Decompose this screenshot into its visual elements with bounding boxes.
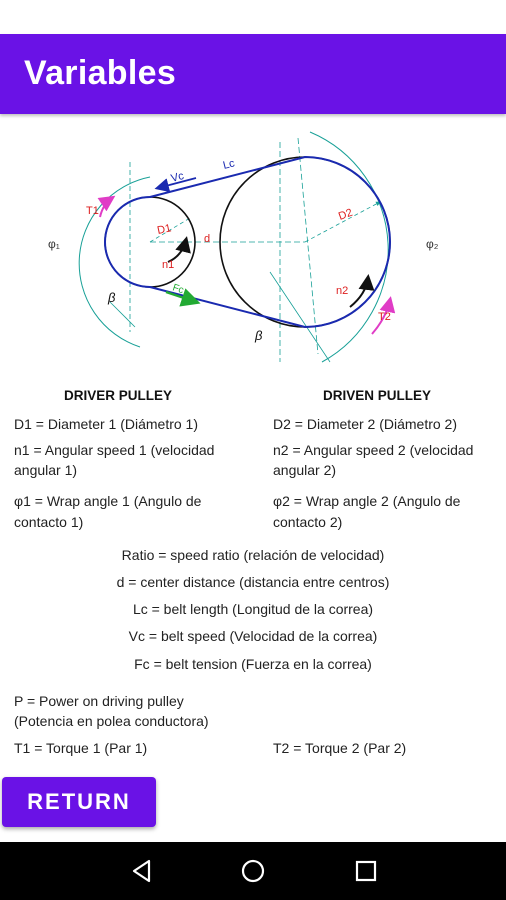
- ratio-definition: Ratio = speed ratio (relación de velocid…: [121, 547, 385, 563]
- label-phi2: φ₂: [426, 237, 439, 251]
- label-d2: D2: [337, 207, 354, 223]
- driver-phi1-line1: φ1 = Wrap angle 1 (Angulo de: [14, 493, 202, 509]
- back-icon[interactable]: [127, 856, 157, 886]
- label-d1: D1: [156, 222, 172, 237]
- app-bar: Variables: [0, 34, 506, 114]
- page-title: Variables: [24, 54, 177, 92]
- belt-tension-definition: Fc = belt tension (Fuerza en la correa): [134, 656, 372, 672]
- belt: [104, 155, 391, 329]
- label-t1: T1: [86, 205, 99, 217]
- belt-pulley-diagram: Vc Lc T1 T2 D1 D2 d n1 n2 Fc φ₁ φ₂ β β: [48, 131, 439, 363]
- label-n1: n1: [162, 259, 174, 271]
- status-bar: [0, 0, 506, 34]
- driver-n1-line2: angular 1): [14, 462, 78, 478]
- driven-pulley-heading: DRIVEN PULLEY: [323, 388, 432, 403]
- driver-d1: D1 = Diameter 1 (Diámetro 1): [14, 416, 199, 432]
- belt-speed-definition: Vc = belt speed (Velocidad de la correa): [128, 628, 378, 644]
- label-beta-1: β: [107, 290, 116, 305]
- driver-pulley-heading: DRIVER PULLEY: [64, 388, 173, 403]
- label-vc: Vc: [170, 170, 186, 185]
- wrap-arc-2: [309, 131, 389, 363]
- driver-n1-line1: n1 = Angular speed 1 (velocidad: [14, 442, 215, 458]
- label-d: d: [204, 233, 210, 245]
- driven-n2-line1: n2 = Angular speed 2 (velocidad: [273, 442, 474, 458]
- wrap-arc-1: [78, 176, 151, 348]
- return-button[interactable]: RETURN: [2, 777, 156, 827]
- driven-phi2-line1: φ2 = Wrap angle 2 (Angulo de: [273, 493, 461, 509]
- label-beta-2: β: [254, 328, 263, 343]
- torque-2: T2 = Torque 2 (Par 2): [273, 740, 407, 756]
- driven-n2-line2: angular 2): [273, 462, 337, 478]
- label-fc: Fc: [171, 282, 185, 296]
- label-lc: Lc: [222, 157, 237, 172]
- driven-phi2-line2: contacto 2): [273, 514, 343, 530]
- recents-icon[interactable]: [351, 856, 381, 886]
- home-icon[interactable]: [238, 856, 268, 886]
- center-distance-definition: d = center distance (distancia entre cen…: [116, 574, 390, 590]
- torque-1: T1 = Torque 1 (Par 1): [14, 740, 148, 756]
- label-n2: n2: [336, 285, 348, 297]
- belt-length-definition: Lc = belt length (Longitud de la correa): [132, 601, 374, 617]
- driven-d2: D2 = Diameter 2 (Diámetro 2): [273, 416, 458, 432]
- label-phi1: φ₁: [48, 237, 60, 251]
- driver-phi1-line2: contacto 1): [14, 514, 84, 530]
- power-line2: (Potencia en polea conductora): [14, 713, 209, 729]
- navigation-bar: [0, 842, 506, 900]
- power-line1: P = Power on driving pulley: [14, 693, 184, 709]
- label-t2: T2: [378, 311, 391, 323]
